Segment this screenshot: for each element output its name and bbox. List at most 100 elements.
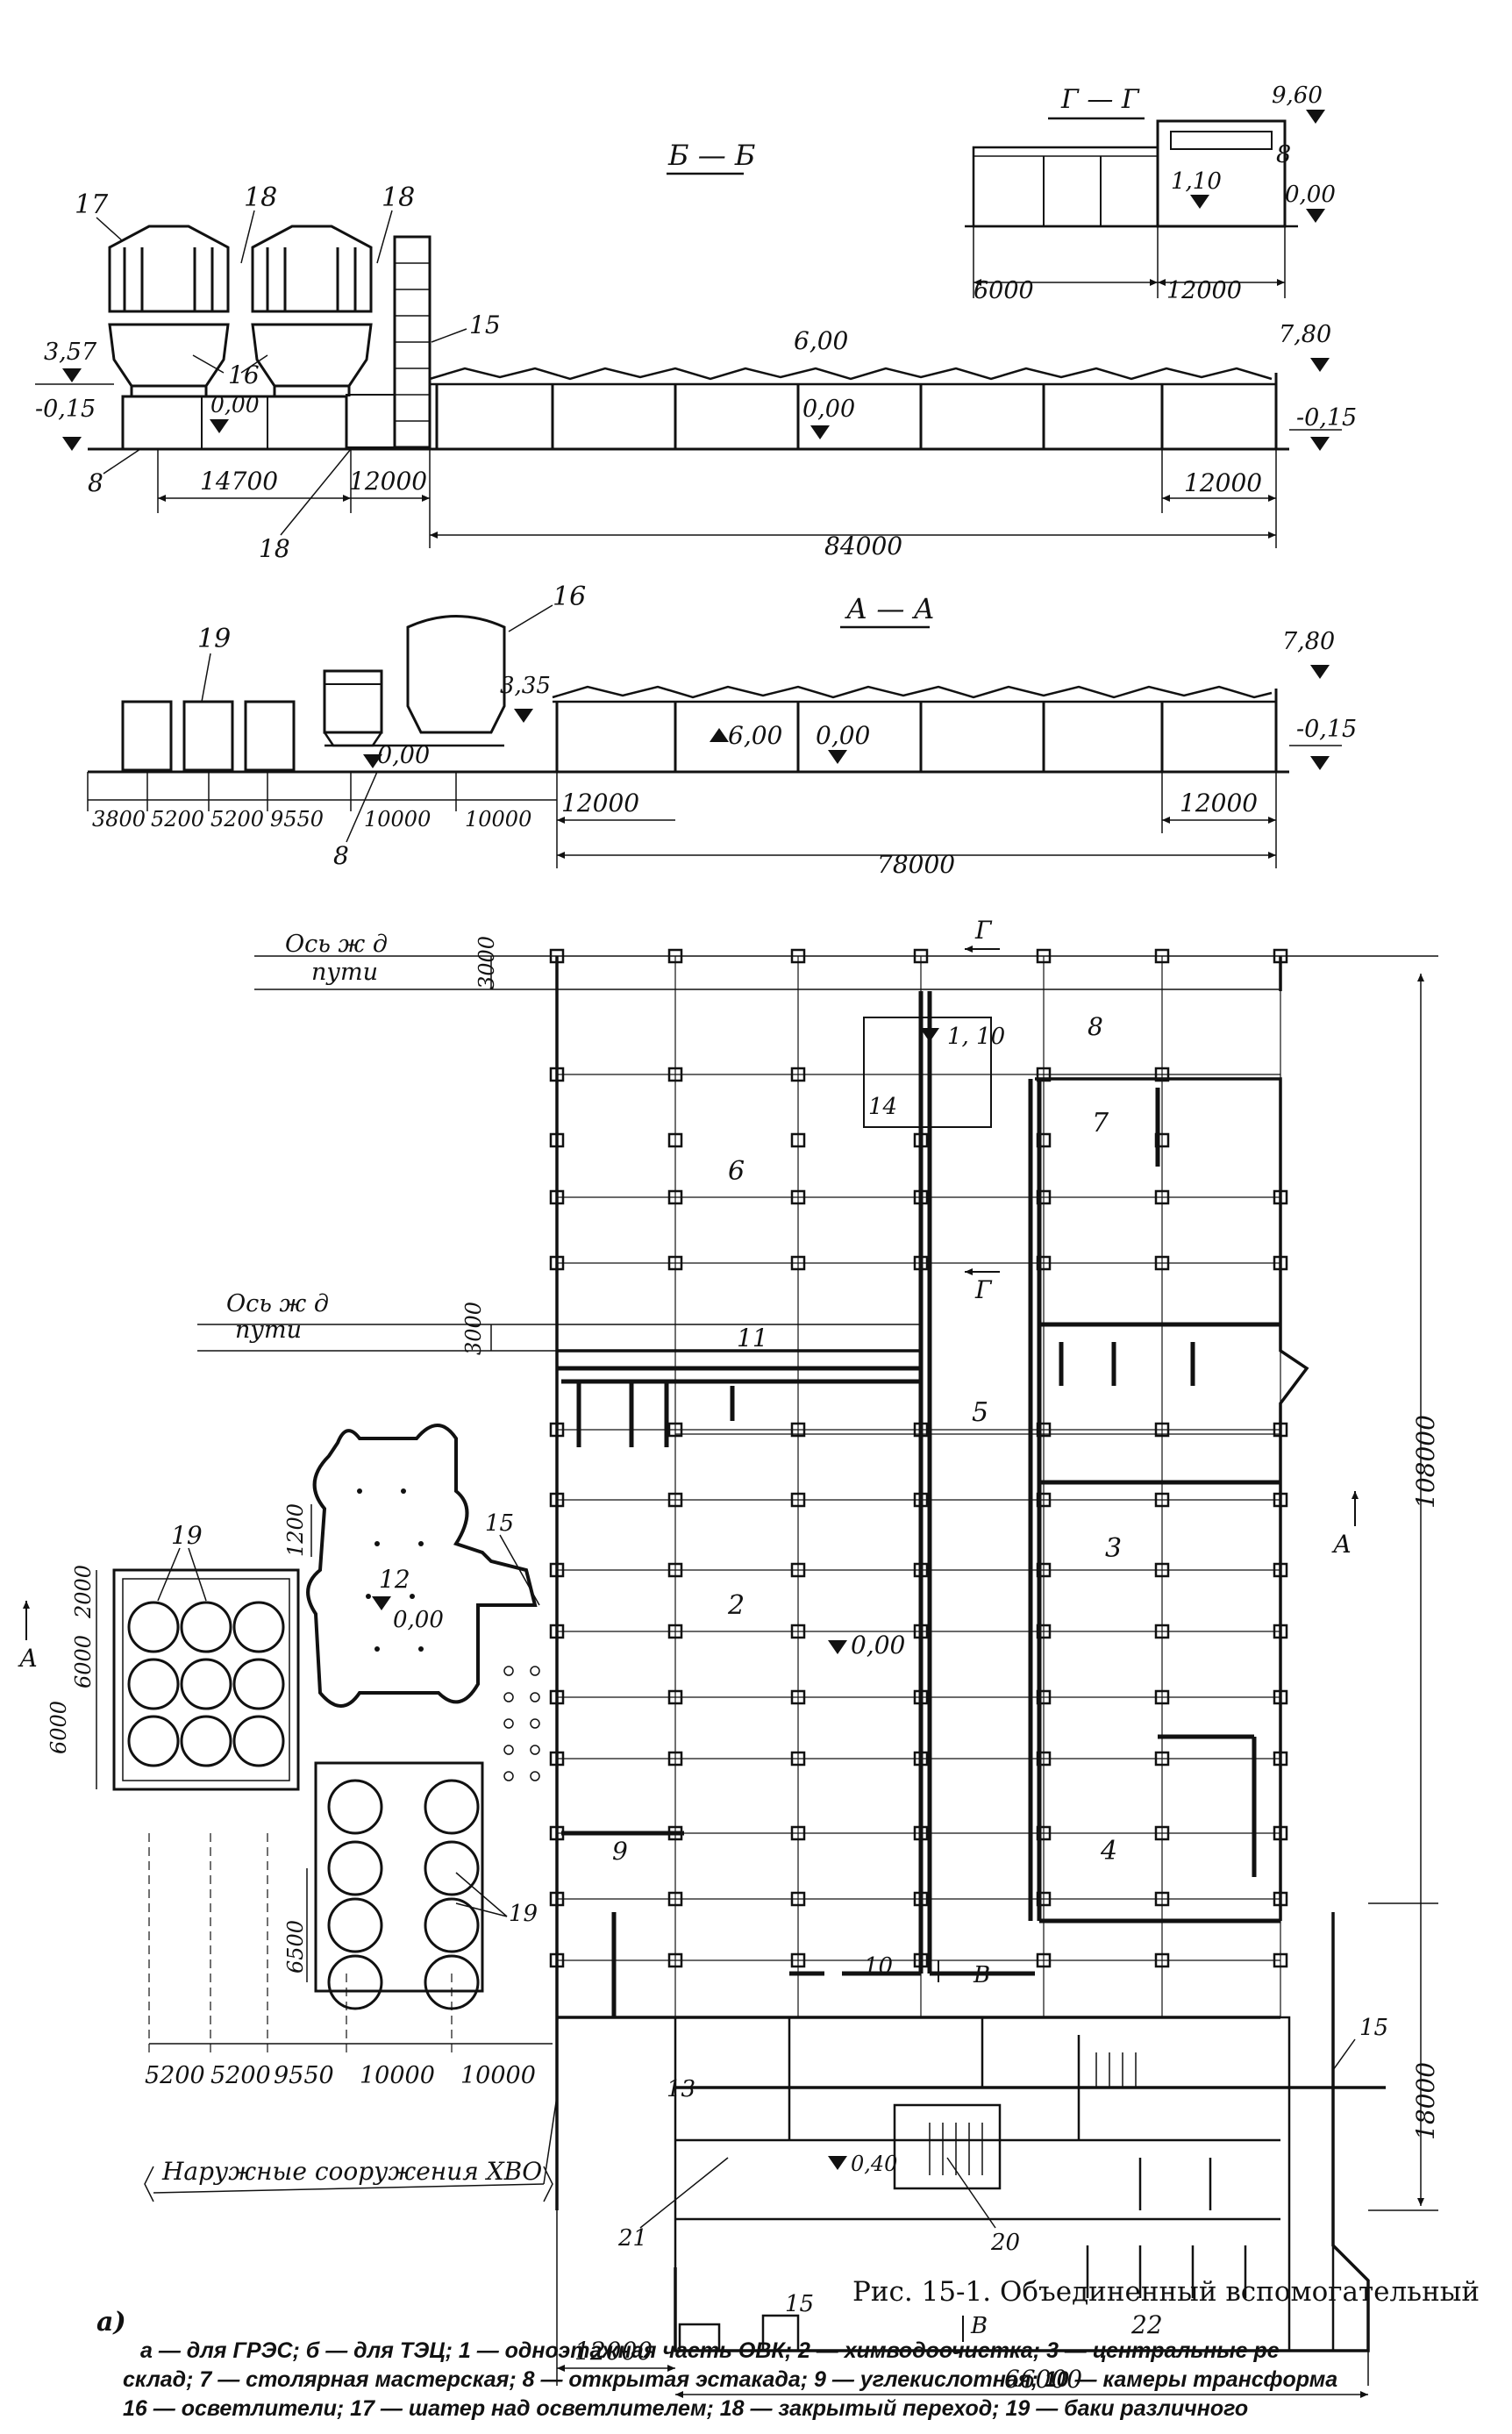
outer-structures-label: Наружные сооружения ХВО [161,2157,542,2186]
room-label: 10 [864,1953,893,1980]
room-label: 19 [509,1901,538,1927]
room-label: 15 [485,1510,514,1537]
section-mark: Г [974,1275,993,1304]
section-mark: В [973,1962,990,1988]
dimension: 14700 [200,467,278,496]
dimension: 12000 [561,789,639,817]
section-bb-title: Б — Б [667,139,755,172]
dimension: 84000 [824,532,902,560]
level-mark: 3,35 [500,673,551,699]
level-mark: 0,00 [377,742,430,769]
level-mark: 6,00 [728,721,782,750]
dimension: 6000 [71,1635,96,1688]
dimension: 6000 [46,1701,71,1754]
dimension: 78000 [877,850,955,879]
room-label: 15 [1359,2015,1388,2041]
dimension: 12000 [574,2337,653,2366]
equipment-dots [357,1488,424,1652]
dimension: 5200 [210,807,264,832]
level-mark: 1,10 [1171,168,1222,195]
callout-18: 18 [382,182,415,213]
clarifier-tower [108,225,230,396]
room-label: 9 [612,1837,628,1866]
room-label: 0,00 [851,1631,905,1660]
dimension: 66000 [1004,2365,1082,2394]
dimension: 2000 [71,1565,96,1619]
callout-16: 16 [553,582,586,612]
tank-field [314,1761,484,1993]
room-label: 11 [737,1324,768,1353]
level-mark: 0,00 [1285,182,1336,208]
dimension: 1200 [283,1503,308,1557]
section-bb: Б — Б 17 18 18 15 16 8 18 [35,139,1357,563]
level-mark: 0,00 [210,392,260,418]
section-aa: А — А 19 16 8 3,35 0,00 6,00 0,00 7,80 -… [87,582,1357,879]
section-mark: А [1331,1530,1352,1559]
level-mark: -0,15 [1296,404,1357,432]
section-aa-title: А — А [845,592,935,625]
building-outline [555,956,1386,2352]
dimension: 12000 [1166,277,1242,304]
room-label: 6 [728,1156,745,1187]
figure-caption: Рис. 15-1. Объединенный вспомогательный [852,2276,1480,2308]
dimension: 12000 [349,467,427,496]
dimension: 3000 [461,1302,486,1355]
dimension: 10000 [360,2062,435,2089]
dimension: 5200 [151,807,204,832]
room-label: 7 [1092,1108,1109,1138]
section-mark: Г [974,916,993,945]
clarifier-tower [251,225,373,396]
dimension: 12000 [1180,789,1258,817]
level-mark: 6,00 [794,326,848,355]
dimension: 6000 [974,277,1034,304]
level-mark: 0,00 [816,721,870,750]
callout-8: 8 [333,841,349,870]
dimension: 5200 [145,2062,205,2089]
room-label: 21 [617,2225,647,2252]
dimension: 3800 [92,807,146,832]
room-label: 14 [868,1094,897,1120]
callout-19: 19 [197,624,231,654]
level-mark: 7,80 [1279,321,1331,348]
legend-line: а — для ГРЭС; б — для ТЭЦ; 1 — одноэтажн… [140,2338,1280,2363]
legend-line: склад; 7 — столярная мастерская; 8 — отк… [123,2367,1338,2392]
level-mark: -0,15 [1296,716,1357,743]
tank-group [121,700,296,772]
room-label: 19 [171,1521,203,1550]
figure-label: а) [96,2307,126,2338]
room-label: 4 [1100,1836,1117,1867]
room-label: 1, 10 [947,1024,1005,1050]
section-gg-title: Г — Г [1060,84,1140,115]
dimension: 3000 [474,936,499,989]
room-label: 5 [972,1397,988,1428]
callout-18: 18 [244,182,277,213]
callout-8: 8 [88,468,103,497]
rail-axis-label: пути [311,959,378,986]
roof-profile [552,685,1276,703]
dimension: 6500 [283,1920,308,1974]
callout-16: 16 [228,360,260,389]
floor-plan: Ось ж д пути Ось ж д пути [18,916,1440,2398]
dimension: 10000 [364,807,431,832]
clarifier-building [306,1424,538,1708]
dimension: 10000 [460,2062,536,2089]
level-mark: 0,00 [802,396,855,423]
legend-line: 16 — осветлители; 17 — шатер над осветли… [123,2396,1249,2421]
callout-8: 8 [1276,141,1291,168]
room-label: 22 [1130,2310,1163,2339]
level-mark: -0,15 [35,396,96,423]
callout-15: 15 [469,310,501,339]
rail-axis-label: пути [235,1317,302,1344]
roof-profile [429,367,1276,386]
room-label: 12 [379,1565,410,1594]
dimension: 12000 [1184,468,1262,497]
dimension: 5200 [210,2062,271,2089]
dimension: 18000 [1411,2062,1440,2140]
room-label: 8 [1088,1012,1103,1041]
callout-17: 17 [75,189,109,220]
room-label: 3 [1105,1533,1122,1564]
level-mark: 7,80 [1282,628,1335,655]
room-label: 13 [667,2076,695,2102]
rail-axis-label: Ось ж д [226,1290,329,1317]
